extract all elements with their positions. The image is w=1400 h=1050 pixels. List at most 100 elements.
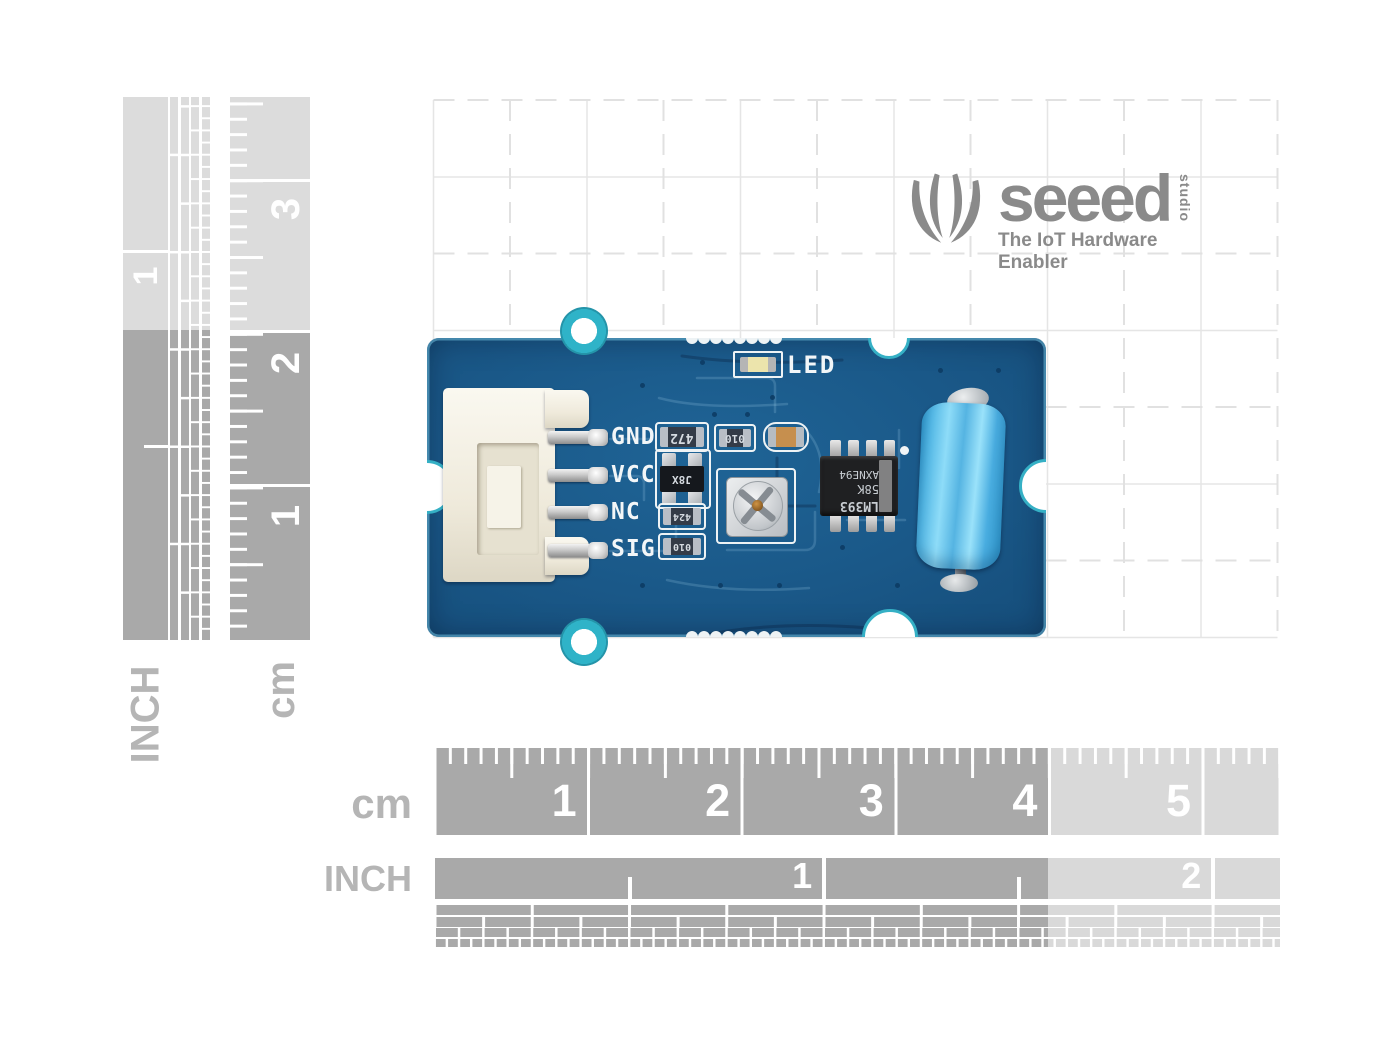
silkscreen-scallop <box>734 338 746 344</box>
connector-pin-gnd <box>548 428 608 446</box>
inch-ruler-mark <box>822 858 826 899</box>
bottom-inch-eighth-row <box>435 917 1280 927</box>
inch-ruler-half-tick <box>1017 877 1021 899</box>
resistor-outline <box>714 424 756 452</box>
solder-pad <box>662 490 676 504</box>
resistor-r2: 010 <box>719 429 751 447</box>
mounting-hole-top <box>560 307 608 355</box>
silkscreen-scallop <box>686 338 698 344</box>
resistor-marking: 424 <box>672 511 692 522</box>
pin-label-gnd: GND <box>611 424 656 450</box>
ruler-number: 4 <box>1012 775 1038 826</box>
bottom-inch-thirtysecond-row <box>435 939 1280 947</box>
resistor-marking: 010 <box>725 431 745 445</box>
seeed-lotus-icon <box>911 173 981 243</box>
cm-ruler-mark <box>230 330 310 333</box>
silkscreen-scallop <box>770 631 782 637</box>
ic-pin1-bar <box>879 460 892 512</box>
via-dot <box>895 583 900 588</box>
ic-pin <box>884 440 895 458</box>
ic-pin <box>830 514 841 532</box>
logo-studio-text: studio <box>1177 174 1193 222</box>
left-inch-thirtysecond-column <box>201 97 210 640</box>
silkscreen-scallop <box>686 631 698 637</box>
capacitor-outline <box>763 422 809 452</box>
pin-label-sig: SIG <box>611 536 656 562</box>
connector-pin-vcc <box>548 466 608 484</box>
led-silkscreen-box <box>733 351 783 378</box>
pin-label-vcc: VCC <box>611 462 656 488</box>
ruler-number: 3 <box>858 775 884 826</box>
solder-pad <box>662 453 676 467</box>
pcb-board: GND VCC NC SIG LED 472 010 J8X 424 010 <box>427 338 1046 637</box>
ruler-number: 1 <box>551 775 577 826</box>
inch-ruler-mark <box>123 250 168 253</box>
cm-ruler-mark <box>230 179 310 182</box>
left-inch-ruler: 1 <box>123 97 168 640</box>
cylinder-lead <box>955 560 966 584</box>
ruler-number: 1 <box>792 855 813 896</box>
ruler-number: 1 <box>126 266 165 286</box>
inch-ruler-mark <box>1211 858 1215 899</box>
silkscreen-scallop <box>722 631 734 637</box>
ruler-number: 2 <box>1181 855 1202 896</box>
connector-pin-nc <box>548 503 608 521</box>
solder-pad <box>688 453 702 467</box>
resistor-outline <box>658 503 706 530</box>
resistor-r3: 424 <box>663 508 701 525</box>
cm-ruler-mark <box>230 484 310 487</box>
ruler-number: 3 <box>263 197 308 221</box>
inch-ruler-half-tick <box>628 877 632 899</box>
grove-connector-top-arm <box>545 390 589 428</box>
silkscreen-scallop <box>758 631 770 637</box>
silkscreen-scallop <box>722 338 734 344</box>
ic-pin <box>848 440 859 458</box>
resistor-outline <box>655 422 709 452</box>
bottom-inch-quarter-row <box>435 905 1280 915</box>
solder-pad <box>588 541 608 559</box>
via-dot <box>770 395 775 400</box>
via-dot <box>996 368 1001 373</box>
left-inch-eighth-column <box>180 97 189 640</box>
ic-pin <box>848 514 859 532</box>
silkscreen-scallop <box>770 338 782 344</box>
resistor-r1: 472 <box>660 427 704 447</box>
pin-label-nc: NC <box>611 499 641 525</box>
silkscreen-scallop <box>746 631 758 637</box>
resistor-marking: 010 <box>672 541 692 552</box>
solder-pad <box>588 466 608 484</box>
ic-pin <box>830 440 841 458</box>
inch-ruler-numbers: 1 <box>123 97 168 640</box>
via-dot <box>640 383 645 388</box>
led-label: LED <box>787 351 837 379</box>
solder-pad <box>940 574 978 592</box>
logo-tagline: The IoT Hardware Enabler <box>998 230 1158 273</box>
bottom-inch-ruler-label: INCH <box>324 858 412 899</box>
ic-marking: LM393 58K AXNE94 <box>823 459 879 513</box>
via-dot <box>840 545 845 550</box>
silkscreen-scallop <box>698 631 710 637</box>
ic-marking-line2: 58K <box>857 482 879 497</box>
connector-pin-sig <box>548 541 608 559</box>
left-cm-ruler-label: cm <box>258 661 303 719</box>
silkscreen-scallop <box>734 631 746 637</box>
via-dot <box>640 583 645 588</box>
resistor-marking: 472 <box>670 429 694 445</box>
solder-pad <box>688 490 702 504</box>
transistor-marking: J8X <box>672 472 692 486</box>
silkscreen-scallop <box>698 338 710 344</box>
via-dot <box>745 412 750 417</box>
grove-connector-latch-tab <box>487 466 521 528</box>
logo-wordmark: seeed <box>998 161 1173 235</box>
ic-marking-line1: LM393 <box>839 498 879 513</box>
ruler-number: 1 <box>263 505 308 528</box>
inch-ruler-half-tick <box>144 445 168 448</box>
solder-pad <box>588 428 608 446</box>
silkscreen-scallop <box>746 338 758 344</box>
left-inch-sixteenth-column <box>191 97 199 640</box>
